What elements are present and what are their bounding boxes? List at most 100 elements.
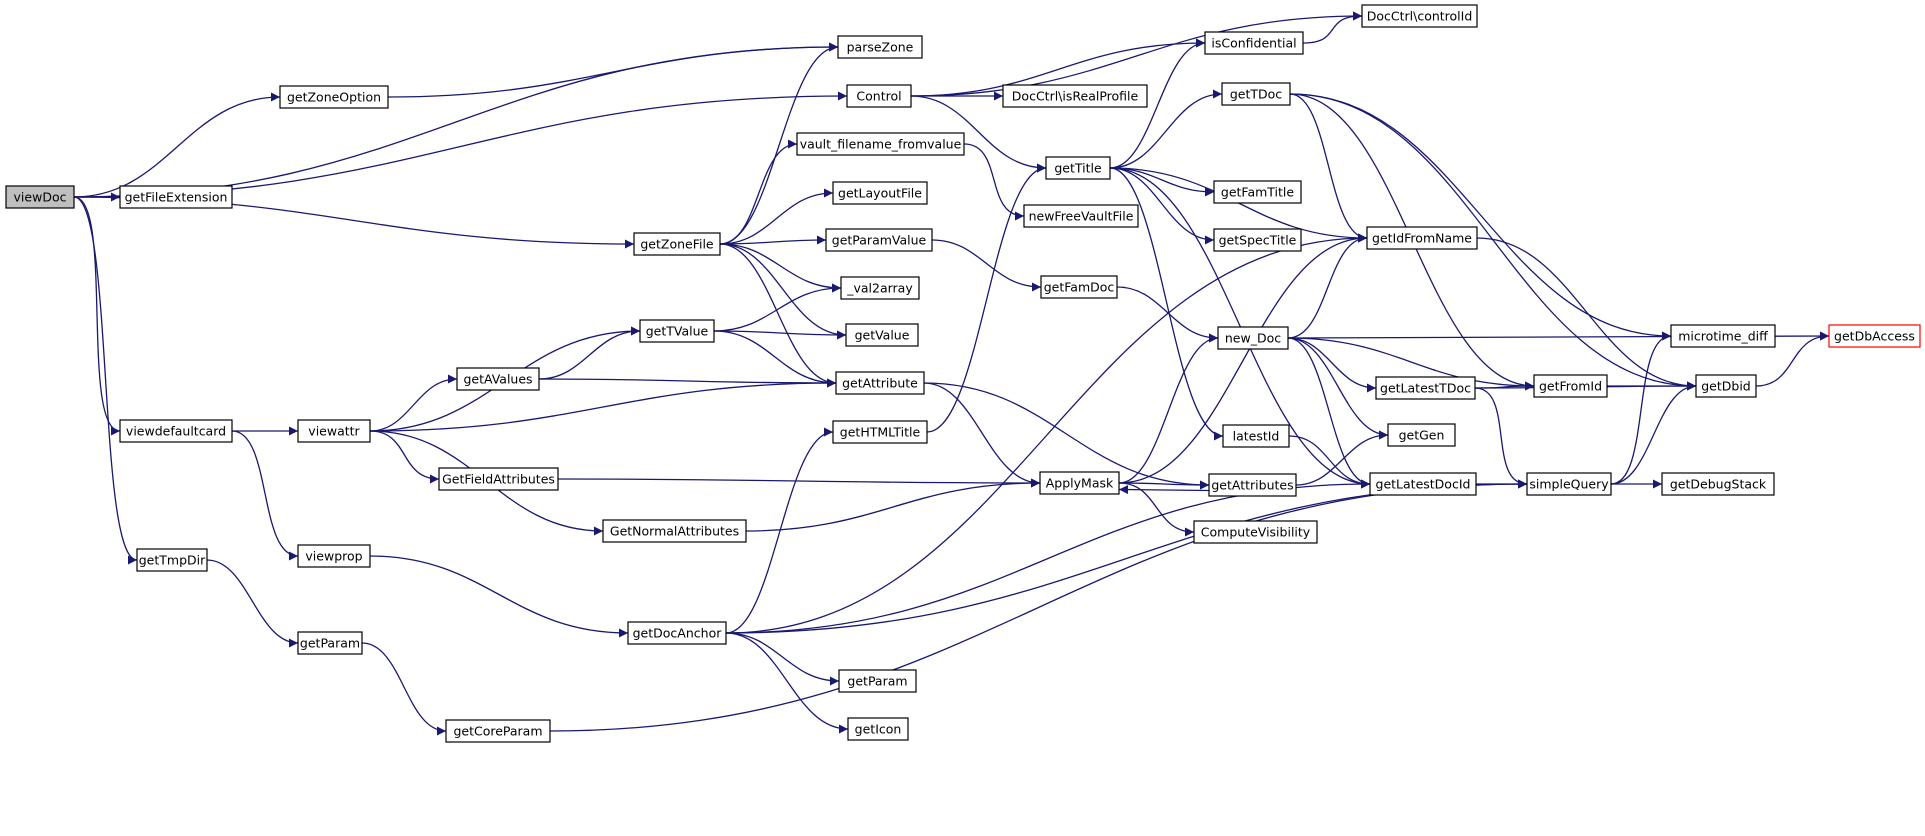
node-getTmpDir[interactable]: getTmpDir — [136, 548, 208, 572]
node-_val2array[interactable]: _val2array — [840, 276, 920, 300]
node-getZoneOption[interactable]: getZoneOption — [279, 85, 389, 109]
node-label: DocCtrl\controlId — [1367, 9, 1473, 24]
node-getParam_2[interactable]: getParam — [838, 669, 917, 693]
edge-isConfidential-to-DocCtrl_controlId — [1302, 11, 1363, 44]
node-box — [297, 419, 371, 443]
edge-ApplyMask-to-getAttributes — [1118, 480, 1210, 490]
edge-path — [557, 478, 1041, 488]
node-parseZone[interactable]: parseZone — [837, 35, 923, 59]
node-ComputeVisibility[interactable]: ComputeVisibility — [1193, 520, 1318, 544]
node-getSpecTitle[interactable]: getSpecTitle — [1213, 228, 1302, 252]
node-getFileExtension[interactable]: getFileExtension — [119, 185, 233, 209]
node-label: getDbid — [1701, 379, 1751, 394]
node-getTDoc[interactable]: getTDoc — [1221, 82, 1291, 106]
node-getDebugStack[interactable]: getDebugStack — [1661, 472, 1775, 496]
node-getFamTitle[interactable]: getFamTitle — [1213, 180, 1302, 204]
node-label: viewdefaultcard — [126, 424, 226, 439]
node-getAValues[interactable]: getAValues — [456, 367, 540, 391]
node-getFamDoc[interactable]: getFamDoc — [1040, 275, 1118, 299]
edge-path — [1287, 337, 1377, 393]
edge-path — [725, 427, 834, 634]
node-getTValue[interactable]: getTValue — [639, 319, 715, 343]
edge-viewDoc-to-getTmpDir — [73, 196, 138, 565]
edge-getZoneFile-to-getAttribute — [719, 243, 837, 388]
node-box — [1828, 324, 1921, 348]
edge-path — [910, 38, 1206, 97]
edge-path — [1118, 333, 1219, 484]
node-box — [840, 276, 920, 300]
edge-new_Doc-to-getGen — [1287, 337, 1389, 440]
edge-viewattr-to-getAttribute — [369, 378, 837, 432]
node-ApplyMask[interactable]: ApplyMask — [1039, 471, 1120, 495]
node-box — [445, 719, 551, 743]
node-label: new_Doc — [1225, 331, 1281, 346]
node-getLayoutFile[interactable]: getLayoutFile — [832, 181, 928, 205]
node-getParamValue[interactable]: getParamValue — [825, 228, 933, 252]
node-getTitle[interactable]: getTitle — [1045, 156, 1111, 180]
node-viewattr[interactable]: viewattr — [297, 419, 371, 443]
node-getDbid[interactable]: getDbid — [1695, 374, 1757, 398]
node-getAttribute[interactable]: getAttribute — [835, 371, 925, 395]
node-getGen[interactable]: getGen — [1387, 423, 1456, 447]
edge-path — [725, 632, 840, 686]
node-isConfidential[interactable]: isConfidential — [1204, 31, 1304, 55]
edge-getTValue-to-getValue — [713, 330, 847, 340]
edge-getDbid-to-getDbAccess — [1755, 331, 1830, 387]
node-getDocAnchor[interactable]: getDocAnchor — [627, 621, 727, 645]
node-label: getLatestDocId — [1376, 477, 1471, 492]
node-getFromId[interactable]: getFromId — [1533, 374, 1608, 398]
edge-path — [725, 479, 1371, 634]
node-GetFieldAttributes[interactable]: GetFieldAttributes — [438, 467, 559, 491]
edge-getDocAnchor-to-getIdFromName — [725, 233, 1368, 634]
edge-path — [1109, 167, 1215, 245]
edge-path — [1476, 237, 1697, 391]
node-DocCtrl_controlId[interactable]: DocCtrl\controlId — [1361, 4, 1478, 28]
edge-viewDoc-to-Control — [73, 91, 848, 198]
node-label: getDebugStack — [1670, 477, 1767, 492]
node-new_Doc[interactable]: new_Doc — [1217, 326, 1289, 350]
node-label: parseZone — [847, 40, 914, 55]
edge-path — [1610, 331, 1672, 485]
node-DocCtrl_isRealProfile[interactable]: DocCtrl\isRealProfile — [1002, 84, 1148, 108]
node-getIdFromName[interactable]: getIdFromName — [1366, 226, 1478, 250]
node-microtime_diff[interactable]: microtime_diff — [1670, 324, 1776, 348]
node-getDbAccess[interactable]: getDbAccess — [1828, 324, 1921, 348]
node-label: newFreeVaultFile — [1029, 209, 1134, 224]
node-simpleQuery[interactable]: simpleQuery — [1526, 472, 1612, 496]
edge-GetNormalAttributes-to-ApplyMask — [745, 478, 1041, 532]
node-box — [847, 717, 909, 741]
edge-getAttribute-to-getAttributes — [923, 382, 1210, 490]
node-box — [136, 548, 208, 572]
node-box — [633, 232, 721, 256]
edge-path — [1289, 93, 1672, 341]
node-box — [835, 371, 925, 395]
node-vault_filename_fromvalue[interactable]: vault_filename_fromvalue — [796, 132, 965, 156]
node-label: GetNormalAttributes — [610, 524, 739, 539]
node-getAttributes[interactable]: getAttributes — [1208, 473, 1297, 497]
node-getParam_1[interactable]: getParam — [297, 631, 363, 655]
edge-Control-to-isConfidential — [910, 38, 1206, 97]
node-box — [1526, 472, 1612, 496]
node-getLatestDocId[interactable]: getLatestDocId — [1369, 472, 1477, 496]
edge-getAValues-to-getTValue — [538, 326, 641, 380]
node-Control[interactable]: Control — [846, 84, 912, 108]
node-box — [1213, 228, 1302, 252]
node-viewDoc[interactable]: viewDoc — [5, 185, 75, 209]
node-getIcon[interactable]: getIcon — [847, 717, 909, 741]
node-getCoreParam[interactable]: getCoreParam — [445, 719, 551, 743]
node-getZoneFile[interactable]: getZoneFile — [633, 232, 721, 256]
node-getLatestTDoc[interactable]: getLatestTDoc — [1375, 376, 1476, 400]
node-newFreeVaultFile[interactable]: newFreeVaultFile — [1023, 204, 1139, 228]
node-getHTMLTitle[interactable]: getHTMLTitle — [832, 420, 928, 444]
edge-getParamValue-to-getFamDoc — [931, 239, 1042, 292]
node-viewdefaultcard[interactable]: viewdefaultcard — [119, 419, 233, 443]
node-latestId[interactable]: latestId — [1222, 424, 1290, 448]
node-label: getIdFromName — [1372, 231, 1472, 246]
node-box — [1039, 471, 1120, 495]
node-viewprop[interactable]: viewprop — [297, 544, 371, 568]
node-GetNormalAttributes[interactable]: GetNormalAttributes — [602, 519, 747, 543]
edge-getDocAnchor-to-getLatestDocId — [725, 479, 1371, 634]
edge-getLatestTDoc-to-simpleQuery — [1474, 387, 1528, 489]
node-getValue[interactable]: getValue — [845, 323, 919, 347]
edge-viewDoc-to-parseZone — [73, 42, 839, 198]
